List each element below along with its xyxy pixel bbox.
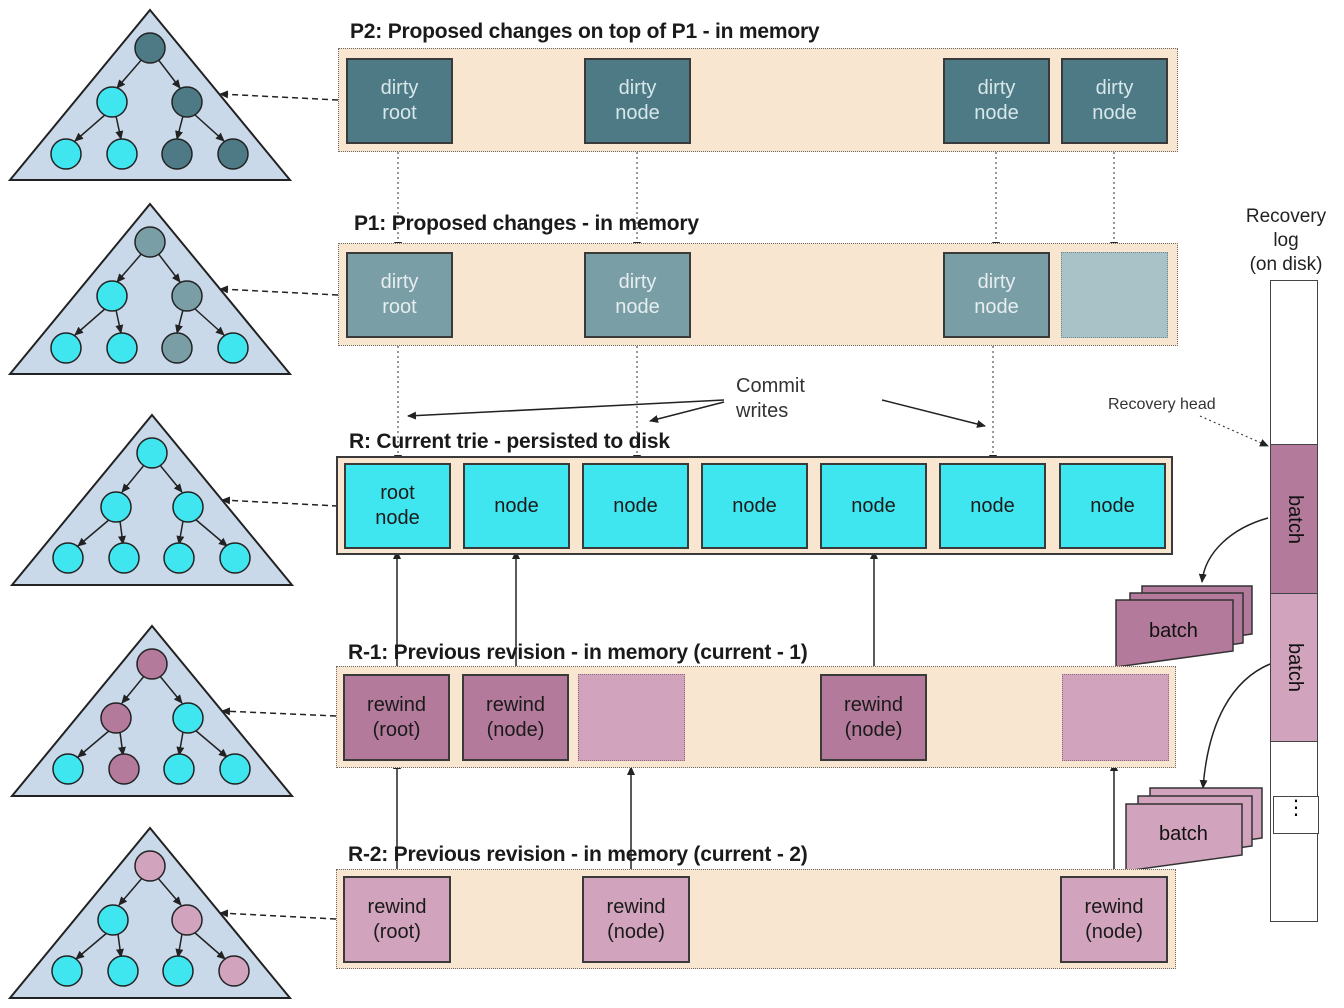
log-label-line: Recovery <box>1245 206 1327 227</box>
trie-illustration-r <box>9 413 295 586</box>
log-batch-label: batch <box>1283 494 1306 544</box>
r-node: node <box>1059 463 1166 549</box>
layer-r2 <box>336 869 1176 969</box>
layer-title-r1: R-1: Previous revision - in memory (curr… <box>348 641 808 664</box>
box-label: node <box>732 494 777 517</box>
box-label: node <box>970 494 1015 517</box>
note-line: writes <box>736 400 789 422</box>
layer-title-r: R: Current trie - persisted to disk <box>349 430 670 453</box>
box-label: (node) <box>844 718 903 741</box>
r-node: node <box>701 463 808 549</box>
r2-rewind-node: rewind(node) <box>582 876 690 963</box>
p2-dirty-root: dirty root <box>346 58 453 144</box>
box-label: node <box>851 494 896 517</box>
r2-rewind-root: rewind(root) <box>343 876 451 963</box>
commit-writes-note: Commit writes <box>736 374 805 424</box>
box-label: rewind <box>367 693 426 716</box>
box-label: rewind <box>367 895 427 918</box>
log-batch-segment: batch <box>1271 593 1317 741</box>
layer-title-r2: R-2: Previous revision - in memory (curr… <box>348 843 808 866</box>
box-label: node <box>494 494 539 517</box>
log-segment-divider <box>1271 741 1317 742</box>
box-label: (root) <box>372 718 421 741</box>
box-label: rewind <box>606 895 666 918</box>
r2-rewind-node: rewind(node) <box>1060 876 1168 963</box>
box-label: node <box>375 507 420 529</box>
box-label: node <box>974 296 1019 318</box>
box-label: dirty <box>380 77 419 99</box>
r1-placeholder-node <box>578 674 685 761</box>
box-label: (root) <box>373 920 421 943</box>
log-label-line: log <box>1273 230 1299 251</box>
r1-rewind-root: rewind(root) <box>343 674 450 761</box>
box-label: (node) <box>486 718 545 741</box>
batch-stack-2 <box>1125 787 1263 872</box>
trie-illustration-p2 <box>7 8 293 181</box>
dirty-propagation-arrows <box>394 152 1118 464</box>
batch-curve-arrows <box>1198 517 1271 789</box>
r-root-node: root node <box>344 463 451 549</box>
batch-stack-label: batch <box>1149 620 1198 642</box>
layer-to-trie-arrows <box>219 90 339 920</box>
r1-placeholder-node <box>1062 674 1169 761</box>
box-label: node <box>615 102 660 124</box>
box-label: root <box>380 482 415 504</box>
layer-p1 <box>338 243 1178 346</box>
layer-p2 <box>338 48 1178 152</box>
box-label: dirty <box>977 77 1016 99</box>
p2-dirty-node: dirty node <box>584 58 691 144</box>
r-node: node <box>463 463 570 549</box>
p1-placeholder-node <box>1061 252 1168 338</box>
box-label: dirty <box>618 77 657 99</box>
box-label: node <box>1090 494 1135 517</box>
batch-stack-label: batch <box>1159 823 1208 845</box>
r-node: node <box>820 463 927 549</box>
box-label: dirty <box>1095 77 1134 99</box>
box-label: node <box>1092 102 1137 124</box>
p1-dirty-node: dirty node <box>943 252 1050 338</box>
p1-dirty-root: dirty root <box>346 252 453 338</box>
box-label: node <box>613 494 658 517</box>
recovery-head-label: Recovery head <box>1108 396 1216 413</box>
trie-illustration-r2 <box>7 826 293 999</box>
box-label: dirty <box>977 271 1016 293</box>
recovery-head-arrow <box>1199 415 1269 447</box>
r-node: node <box>582 463 689 549</box>
box-label: (node) <box>1085 920 1143 943</box>
rewind-to-current-arrows <box>393 550 1118 876</box>
box-label: rewind <box>1084 895 1144 918</box>
recovery-log-label: Recovery log (on disk) <box>1236 205 1336 277</box>
trie-illustration-p1 <box>7 202 293 375</box>
box-label: root <box>382 296 417 318</box>
box-label: rewind <box>486 693 545 716</box>
box-label: root <box>382 102 417 124</box>
box-label: (node) <box>607 920 665 943</box>
box-label: node <box>974 102 1019 124</box>
r-node: node <box>939 463 1046 549</box>
layer-title-p2: P2: Proposed changes on top of P1 - in m… <box>350 20 820 43</box>
log-label-line: (on disk) <box>1249 254 1323 275</box>
batch-stack-1 <box>1115 585 1253 668</box>
layer-title-p1: P1: Proposed changes - in memory <box>354 212 699 235</box>
p1-dirty-node: dirty node <box>584 252 691 338</box>
note-line: Commit <box>736 375 805 397</box>
box-label: dirty <box>380 271 419 293</box>
log-batch-segment: batch <box>1271 444 1317 593</box>
log-ellipsis: ⋮ <box>1273 796 1319 834</box>
r1-rewind-node: rewind(node) <box>462 674 569 761</box>
r1-rewind-node: rewind(node) <box>820 674 927 761</box>
box-label: node <box>615 296 660 318</box>
box-label: dirty <box>618 271 657 293</box>
trie-illustration-r1 <box>9 624 295 797</box>
p2-dirty-node: dirty node <box>1061 58 1168 144</box>
p2-dirty-node: dirty node <box>943 58 1050 144</box>
commit-writes-arrows <box>407 399 986 428</box>
log-batch-label: batch <box>1283 643 1306 692</box>
box-label: rewind <box>844 693 903 716</box>
